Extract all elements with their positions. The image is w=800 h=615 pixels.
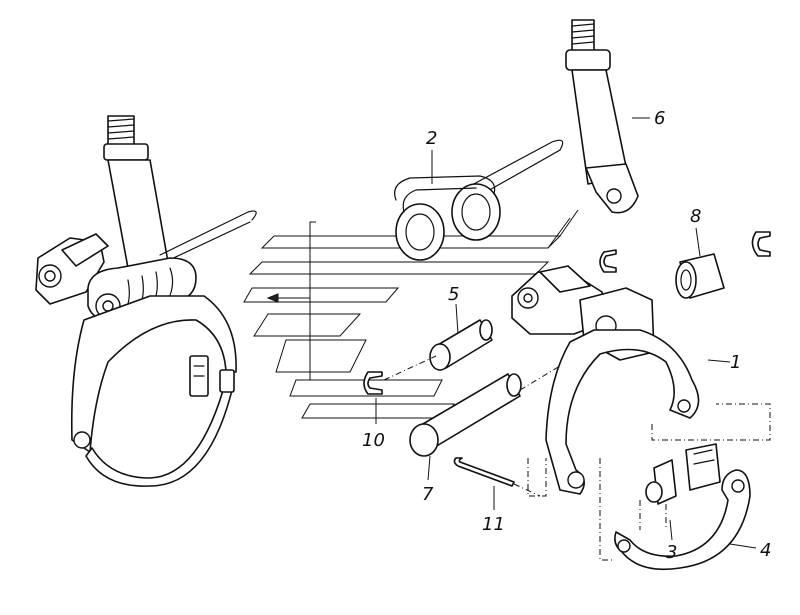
callout-8: 8 — [690, 206, 701, 227]
part-11-cotter-pin — [453, 457, 541, 497]
callout-10: 10 — [362, 430, 385, 451]
callout-3: 3 — [666, 542, 677, 563]
callout-1: 1 — [730, 352, 741, 373]
part-3-pad — [645, 443, 721, 530]
leader-lines — [375, 117, 757, 549]
callout-7: 7 — [422, 484, 434, 505]
callout-5: 5 — [448, 284, 459, 305]
left-rod — [107, 159, 169, 269]
part-1-fork — [511, 265, 700, 495]
left-stud-thread — [107, 115, 135, 147]
part-8-sleeve — [675, 253, 725, 299]
retaining-clip-top — [599, 249, 617, 273]
left-stud-nut — [103, 143, 149, 161]
part-7-pin — [409, 365, 561, 457]
part-4-band — [614, 469, 751, 571]
part-5-pin — [383, 319, 493, 381]
callout-6: 6 — [654, 108, 665, 129]
retaining-clip-right — [751, 231, 771, 257]
dashed-assembly-lines — [527, 403, 771, 561]
left-spring-wire — [159, 210, 257, 256]
part-6-rod — [565, 19, 639, 214]
left-fork-arm — [70, 295, 237, 453]
part-2-spring — [394, 139, 564, 261]
left-band — [85, 379, 235, 487]
assembled-fork-unit — [35, 115, 257, 487]
callout-2: 2 — [426, 128, 437, 149]
part-10-clip — [363, 371, 383, 395]
callout-4: 4 — [760, 540, 771, 561]
callout-11: 11 — [482, 514, 505, 535]
